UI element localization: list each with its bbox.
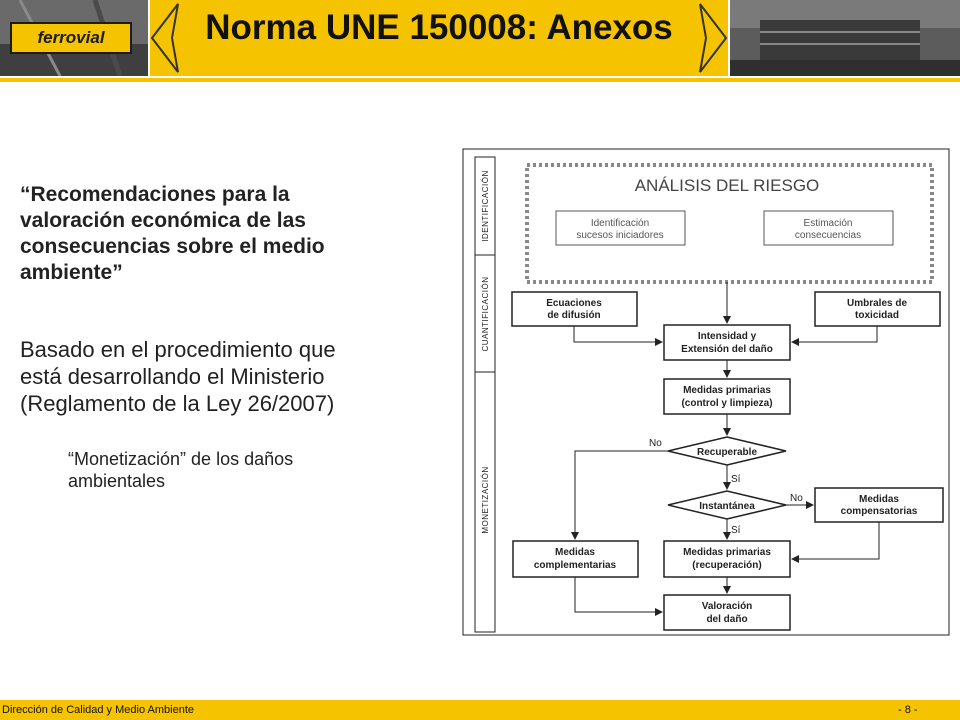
box-valoracion (663, 594, 791, 631)
page-number: - 8 - (898, 704, 918, 716)
box-ecuaciones (511, 291, 638, 327)
header-divider (0, 78, 960, 82)
box-text: Identificación (591, 218, 649, 229)
phase-monetizacion: MONETIZACIÓN (481, 466, 490, 533)
box-text: Medidas (555, 547, 595, 558)
box-text: Medidas primarias (683, 385, 771, 396)
box-text: Extensión del daño (681, 344, 773, 355)
box-identificacion (555, 210, 686, 246)
connector (571, 450, 668, 540)
label-si-recuperable: Sí (731, 474, 741, 485)
box-text: Valoración (702, 601, 753, 612)
box-text: (control y limpieza) (681, 398, 772, 409)
connector (574, 577, 663, 616)
box-text: consecuencias (795, 230, 861, 241)
page-title: Norma UNE 150008: Anexos (205, 8, 673, 47)
paragraph-line: Basado en el procedimiento que (20, 337, 336, 362)
quote-line: consecuencias sobre el medio (20, 235, 325, 258)
box-umbrales (814, 291, 941, 327)
box-text: sucesos iniciadores (576, 230, 663, 241)
box-text: de difusión (547, 310, 600, 321)
title-arrows (150, 3, 728, 73)
footer-bar (0, 700, 960, 720)
quote-text: “Recomendaciones para la valoración econ… (20, 182, 440, 286)
quote-line: “Recomendaciones para la (20, 183, 290, 206)
box-text: toxicidad (855, 310, 899, 321)
ferrovial-logo: ferrovial (10, 22, 132, 54)
box-text: Medidas primarias (683, 547, 771, 558)
box-medidas-primarias-recuperacion (663, 540, 791, 578)
box-text: Intensidad y (698, 331, 757, 342)
box-intensidad (663, 324, 791, 361)
box-estimacion (763, 210, 894, 246)
phase-column (474, 156, 496, 633)
quote-line: ambiente” (20, 261, 123, 284)
title-band (150, 0, 728, 76)
paragraph-line: está desarrollando el Ministerio (20, 364, 325, 389)
sub-point: “Monetización” de los daños ambientales (68, 448, 448, 492)
chevron-right-icon (699, 3, 728, 73)
box-text: Umbrales de (847, 298, 907, 309)
decision-text: Recuperable (697, 447, 757, 458)
box-text: (recuperación) (692, 560, 761, 571)
analysis-title: ANÁLISIS DEL RIESGO (635, 176, 820, 195)
box-text: Ecuaciones (546, 298, 602, 309)
footer-department: Dirección de Calidad y Medio Ambiente (2, 704, 194, 716)
label-no-instantanea: No (790, 493, 803, 504)
label-si-instantanea: Sí (731, 525, 741, 536)
box-text: Estimación (804, 218, 853, 229)
box-medidas-complementarias (512, 540, 639, 578)
header: ferrovial Norma UNE 150008: Anexos (0, 0, 960, 82)
body-paragraph: Basado en el procedimiento que está desa… (20, 336, 460, 417)
connector (573, 326, 663, 346)
phase-cuantificacion: CUANTIFICACIÓN (481, 277, 490, 352)
analysis-region (525, 163, 934, 284)
chevron-left-icon (150, 3, 179, 73)
box-text: Medidas (859, 494, 899, 505)
box-text: compensatorias (841, 506, 918, 517)
connector (791, 522, 880, 563)
box-text: del daño (706, 614, 747, 625)
header-photo (730, 0, 960, 76)
box-medidas-primarias-control (663, 378, 791, 415)
building-photo (730, 0, 960, 76)
decision-text: Instantánea (699, 501, 755, 512)
connector (791, 326, 878, 346)
box-text: complementarias (534, 560, 617, 571)
phase-identificacion: IDENTIFICACIÓN (481, 170, 490, 241)
label-no-recuperable: No (649, 438, 662, 449)
decision-recuperable (667, 436, 787, 466)
paragraph-line: (Reglamento de la Ley 26/2007) (20, 391, 335, 416)
subpoint-line: ambientales (68, 471, 166, 491)
subpoint-line: “Monetización” de los daños (68, 449, 294, 469)
quote-line: valoración económica de las (20, 209, 306, 232)
